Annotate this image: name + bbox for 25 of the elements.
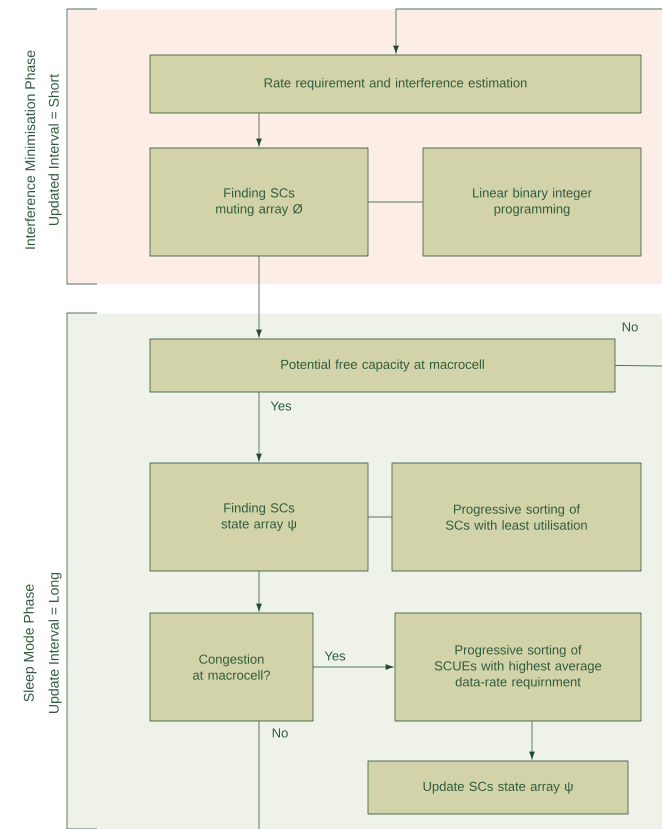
arrow xyxy=(393,8,662,54)
process-box: Finding SCs muting array Ø xyxy=(150,148,368,256)
process-box: Progressive sorting of SCs with least utilisation xyxy=(392,462,642,572)
process-box: Rate requirement and interference estimation xyxy=(150,54,642,114)
connector-line xyxy=(258,721,260,829)
arrow xyxy=(313,664,394,670)
process-box: Finding SCs state array ψ xyxy=(150,462,368,572)
arrow xyxy=(256,571,262,612)
phase-label: Sleep Mode Phase xyxy=(23,584,37,702)
process-box: Linear binary integer programming xyxy=(422,148,642,256)
phase-label: Update Interval = Long xyxy=(48,572,62,713)
process-box: Congestion at macrocell? xyxy=(150,612,314,722)
process-box: Potential free capacity at macrocell xyxy=(150,338,616,392)
arrow xyxy=(256,392,262,462)
arrow xyxy=(529,721,535,760)
process-box: Update SCs state array ψ xyxy=(368,760,628,814)
phase-label: Updated Interval = Short xyxy=(48,74,62,225)
arrow xyxy=(256,113,262,146)
connector-line xyxy=(368,516,392,518)
arrow xyxy=(256,256,262,338)
process-box: Progressive sorting of SCUEs with highest average data-rate requirnment xyxy=(394,612,642,722)
edge-label: No xyxy=(620,321,640,333)
edge-label: No xyxy=(270,727,290,739)
phase-label: Interference Minimisation Phase xyxy=(24,50,36,249)
connector-line xyxy=(615,365,662,366)
